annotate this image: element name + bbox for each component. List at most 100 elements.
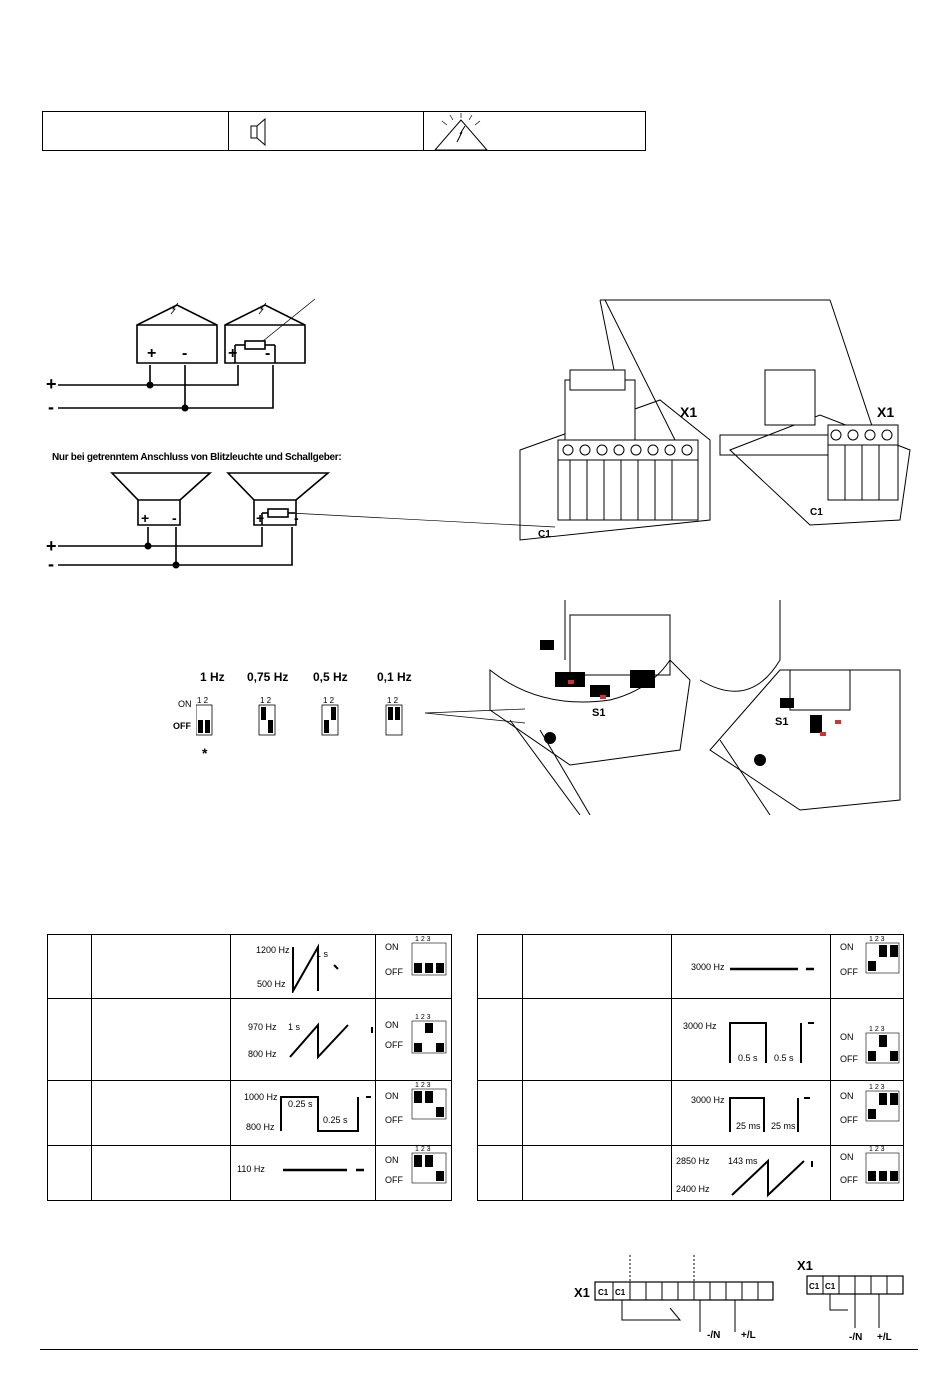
svg-text:ON: ON xyxy=(385,942,399,952)
svg-text:OFF: OFF xyxy=(385,967,403,977)
dip-switches-right: ON OFF ON OFF ON OFF ON OFF 1 2 3 1 2 3 1 2 3… xyxy=(840,936,900,1185)
tone-l1-t1: 1 s xyxy=(316,949,329,959)
tone-table-left: 1200 Hz 500 Hz 1 s 970 Hz 800 Hz 1 s 100… xyxy=(47,934,452,1201)
svg-text:-: - xyxy=(265,345,270,362)
tone-l3-flo: 800 Hz xyxy=(246,1122,275,1132)
tone-r4-t1: 143 ms xyxy=(728,1156,758,1166)
svg-text:C1: C1 xyxy=(809,1282,820,1291)
plus-l-label-b: +/L xyxy=(877,1332,892,1343)
svg-text:1 2: 1 2 xyxy=(197,696,209,705)
svg-text:OFF: OFF xyxy=(385,1115,403,1125)
svg-text:-: - xyxy=(48,554,54,574)
s1-label-right: S1 xyxy=(775,716,788,728)
svg-text:C1: C1 xyxy=(598,1288,609,1297)
svg-text:1 2 3: 1 2 3 xyxy=(415,1014,431,1021)
svg-text:C1: C1 xyxy=(825,1282,836,1291)
svg-text:1 2 3: 1 2 3 xyxy=(869,1084,885,1091)
svg-text:OFF: OFF xyxy=(385,1040,403,1050)
tone-r2-t1: 0.5 s xyxy=(738,1053,758,1063)
svg-text:ON: ON xyxy=(840,1152,854,1162)
tone-r4-flo: 2400 Hz xyxy=(676,1184,710,1194)
svg-text:1 2 3: 1 2 3 xyxy=(869,936,885,943)
svg-text:X1: X1 xyxy=(574,1285,590,1300)
svg-text:C1: C1 xyxy=(615,1288,626,1297)
svg-text:OFF: OFF xyxy=(840,1115,858,1125)
tone-l3-t2: 0.25 s xyxy=(323,1115,348,1125)
c1-label-left: C1 xyxy=(538,529,551,540)
svg-text:-: - xyxy=(182,345,187,362)
tone-l2-fhi: 970 Hz xyxy=(248,1022,277,1032)
tone-l3-t1: 0.25 s xyxy=(288,1099,313,1109)
terminal-block-illustration: X1 X1 C1 C1 xyxy=(519,299,911,541)
c1-label-right: C1 xyxy=(810,507,823,518)
svg-text:1 2: 1 2 xyxy=(387,696,399,705)
svg-text:X1: X1 xyxy=(797,1258,813,1273)
icon-header-table xyxy=(42,111,646,151)
svg-text:OFF: OFF xyxy=(840,1175,858,1185)
tone-r2-t2: 0.5 s xyxy=(774,1053,794,1063)
svg-text:ON: ON xyxy=(385,1020,399,1030)
dip-off-label: OFF xyxy=(173,721,191,731)
svg-text:1 2 3: 1 2 3 xyxy=(415,1082,431,1089)
svg-text:OFF: OFF xyxy=(840,967,858,977)
svg-text:+: + xyxy=(46,536,57,556)
tone-r1-fhi: 3000 Hz xyxy=(691,962,725,972)
plus-l-label-a: +/L xyxy=(741,1330,756,1341)
tone-l3-fhi: 1000 Hz xyxy=(244,1092,278,1102)
svg-text:+: + xyxy=(46,374,57,394)
tone-r2-fhi: 3000 Hz xyxy=(683,1021,717,1031)
svg-text:+: + xyxy=(256,510,264,526)
svg-text:ON: ON xyxy=(840,942,854,952)
pcb-s1-illustration: S1 S1 xyxy=(489,600,901,815)
note-separate-connection: Nur bei getrenntem Anschluss von Blitzle… xyxy=(52,452,342,463)
tone-r3-t1: 25 ms xyxy=(736,1121,761,1131)
minus-n-label-a: -/N xyxy=(707,1330,720,1341)
x1-label-right: X1 xyxy=(877,404,894,420)
svg-text:ON: ON xyxy=(840,1032,854,1042)
svg-text:OFF: OFF xyxy=(840,1054,858,1064)
dip-asterisk: * xyxy=(202,745,208,761)
footer-rule xyxy=(40,1349,918,1350)
tone-l1-fhi: 1200 Hz xyxy=(256,945,290,955)
bottom-terminal-schematic-b: X1 C1 C1 -/N +/L xyxy=(797,1258,904,1343)
svg-text:-: - xyxy=(172,510,177,526)
wiring-diagram-beacons: + - + - + - xyxy=(46,298,316,417)
svg-text:1 2 3: 1 2 3 xyxy=(415,1146,431,1153)
freq-075hz: 0,75 Hz xyxy=(247,670,289,684)
svg-text:1 2 3: 1 2 3 xyxy=(869,1146,885,1153)
svg-text:1 2 3: 1 2 3 xyxy=(415,936,431,943)
wiring-diagram-speakers: + - + - + - xyxy=(46,472,556,574)
tone-table-right: 3000 Hz 3000 Hz 0.5 s 0.5 s 3000 Hz 25 m… xyxy=(477,934,904,1201)
dip-switches-left: ON OFF ON OFF ON OFF ON OFF 1 2 3 1 2 3 1 2 3… xyxy=(385,936,447,1185)
tone-r4-fhi: 2850 Hz xyxy=(676,1156,710,1166)
tone-r3-t2: 25 ms xyxy=(771,1121,796,1131)
freq-1hz: 1 Hz xyxy=(200,670,225,684)
freq-01hz: 0,1 Hz xyxy=(377,670,412,684)
speaker-icon xyxy=(250,117,266,147)
s1-label-left: S1 xyxy=(592,707,605,719)
bottom-terminal-schematic-a: X1 C1 C1 -/N +/L xyxy=(574,1255,774,1341)
svg-text:ON: ON xyxy=(385,1155,399,1165)
tone-l1-flo: 500 Hz xyxy=(257,979,286,989)
x1-label-left: X1 xyxy=(680,404,697,420)
svg-text:ON: ON xyxy=(385,1091,399,1101)
svg-text:OFF: OFF xyxy=(385,1175,403,1185)
tone-l2-flo: 800 Hz xyxy=(248,1049,277,1059)
svg-text:1 2 3: 1 2 3 xyxy=(869,1026,885,1033)
svg-text:+: + xyxy=(141,510,149,526)
svg-text:1 2: 1 2 xyxy=(260,696,272,705)
minus-n-label-b: -/N xyxy=(849,1332,862,1343)
freq-05hz: 0,5 Hz xyxy=(313,670,348,684)
svg-text:+: + xyxy=(147,345,156,362)
svg-text:1 2: 1 2 xyxy=(323,696,335,705)
svg-text:-: - xyxy=(48,397,54,417)
tone-l2-t1: 1 s xyxy=(288,1022,301,1032)
tone-r3-fhi: 3000 Hz xyxy=(691,1095,725,1105)
svg-text:ON: ON xyxy=(840,1091,854,1101)
tone-l4-fhi: 110 Hz xyxy=(237,1164,265,1174)
flash-frequency-settings: 1 Hz 0,75 Hz 0,5 Hz 0,1 Hz ON OFF * 1 2 … xyxy=(170,665,526,765)
dip-on-label: ON xyxy=(178,699,192,709)
svg-text:-: - xyxy=(294,510,299,526)
svg-text:+: + xyxy=(228,345,237,362)
flash-beacon-icon xyxy=(433,113,489,151)
